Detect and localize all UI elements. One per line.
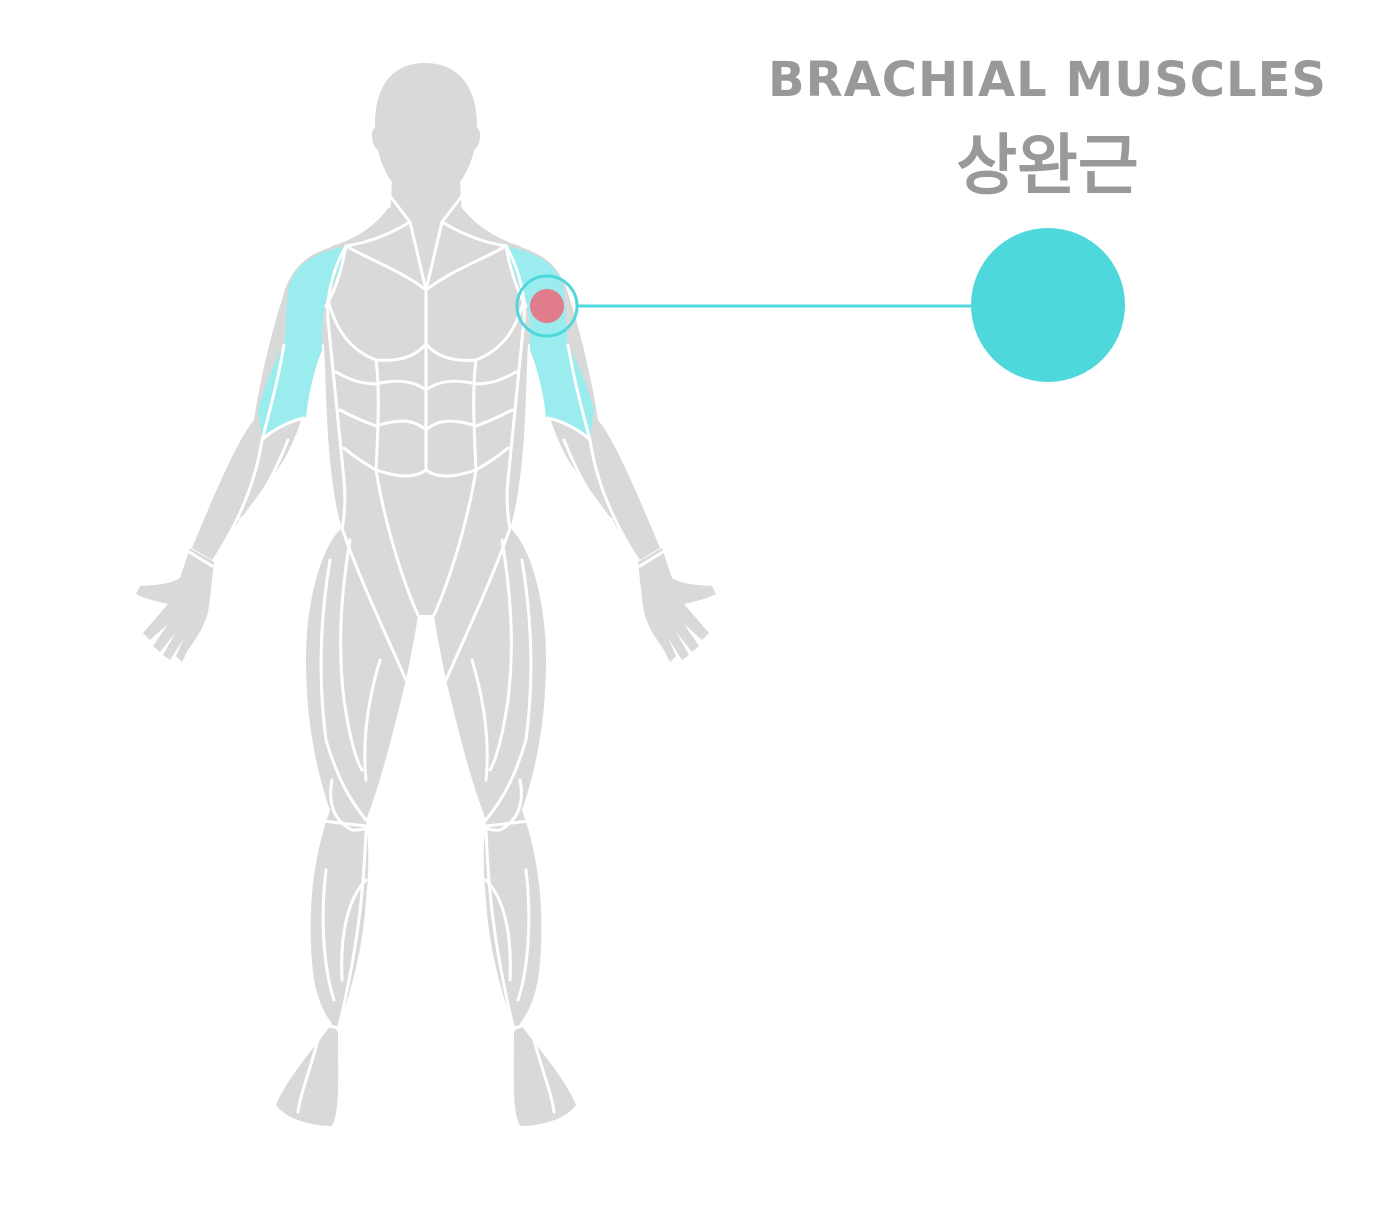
callout-circle-icon <box>971 228 1125 382</box>
title-korean: 상완근 <box>956 127 1139 204</box>
highlight-left-upper-arm <box>258 246 346 440</box>
torso-and-legs <box>276 208 576 1126</box>
highlight-upper-arms <box>258 246 594 440</box>
callout <box>578 228 1125 382</box>
hand-right <box>638 548 716 662</box>
head <box>371 63 481 196</box>
body-silhouette <box>136 63 716 1126</box>
muscle-lines <box>184 194 668 1114</box>
target-marker-icon <box>515 274 579 338</box>
title-english: BRACHIAL MUSCLES <box>768 52 1327 108</box>
hand-left <box>136 548 214 662</box>
highlight-right-upper-arm <box>506 246 594 440</box>
